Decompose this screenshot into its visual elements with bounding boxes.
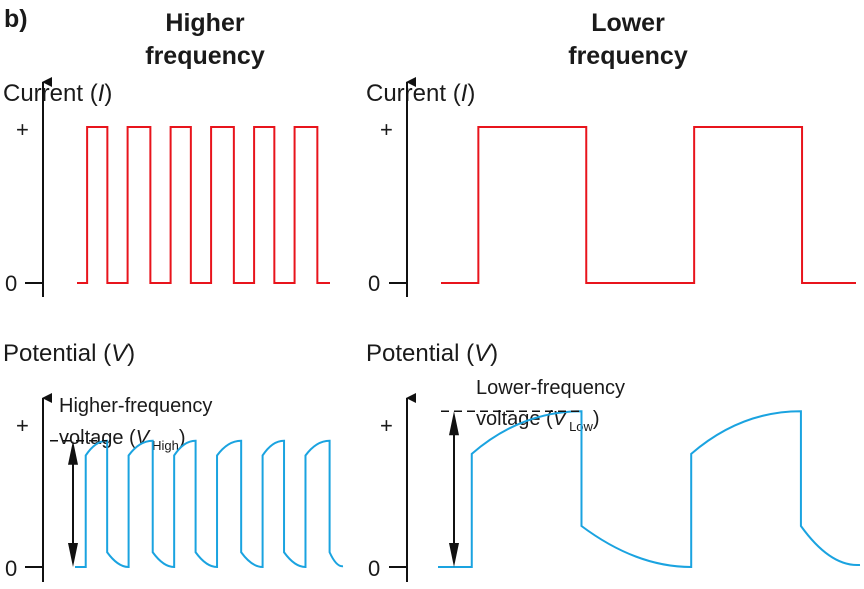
- zero-label-current-left: 0: [5, 271, 17, 296]
- plus-tick-current-right: +: [380, 117, 393, 142]
- current-square-wave: [77, 126, 330, 284]
- amplitude-arrowhead-down-icon: [68, 543, 78, 567]
- zero-label-potential-left: 0: [5, 556, 17, 581]
- amplitude-arrowhead-up-icon: [449, 411, 459, 436]
- potential-axis-label-right: Potential (V): [366, 340, 498, 367]
- zero-label-potential-right: 0: [368, 556, 380, 581]
- current-axis-label-right: Current (I): [366, 80, 475, 107]
- current-waveform-low-frequency: [441, 126, 856, 284]
- current-waveform-high-frequency: [77, 126, 330, 284]
- potential-charging-wave: [438, 410, 861, 569]
- amplitude-arrowhead-down-icon: [449, 543, 459, 567]
- zero-label-current-right: 0: [368, 271, 380, 296]
- plus-tick-current-left: +: [16, 117, 29, 142]
- panel-label: b): [4, 5, 28, 33]
- plus-tick-potential-right: +: [380, 413, 393, 438]
- potential-waveform-high-frequency: [50, 439, 344, 569]
- high-voltage-annotation-line1: Higher-frequency: [59, 395, 212, 417]
- potential-charging-wave: [75, 439, 344, 569]
- column-title-low-line1: Lower: [591, 9, 665, 37]
- plus-tick-potential-left: +: [16, 413, 29, 438]
- current-axis-label-left: Current (I): [3, 80, 112, 107]
- low-voltage-annotation-line1: Lower-frequency: [476, 377, 625, 399]
- amplitude-arrowhead-up-icon: [68, 440, 78, 465]
- potential-axis-label-left: Potential (V): [3, 340, 135, 367]
- column-title-high-line1: Higher: [165, 9, 244, 37]
- potential-waveform-low-frequency: [438, 410, 861, 569]
- column-title-low-line2: frequency: [568, 42, 688, 70]
- current-square-wave: [441, 126, 856, 284]
- column-title-high-line2: frequency: [145, 42, 265, 70]
